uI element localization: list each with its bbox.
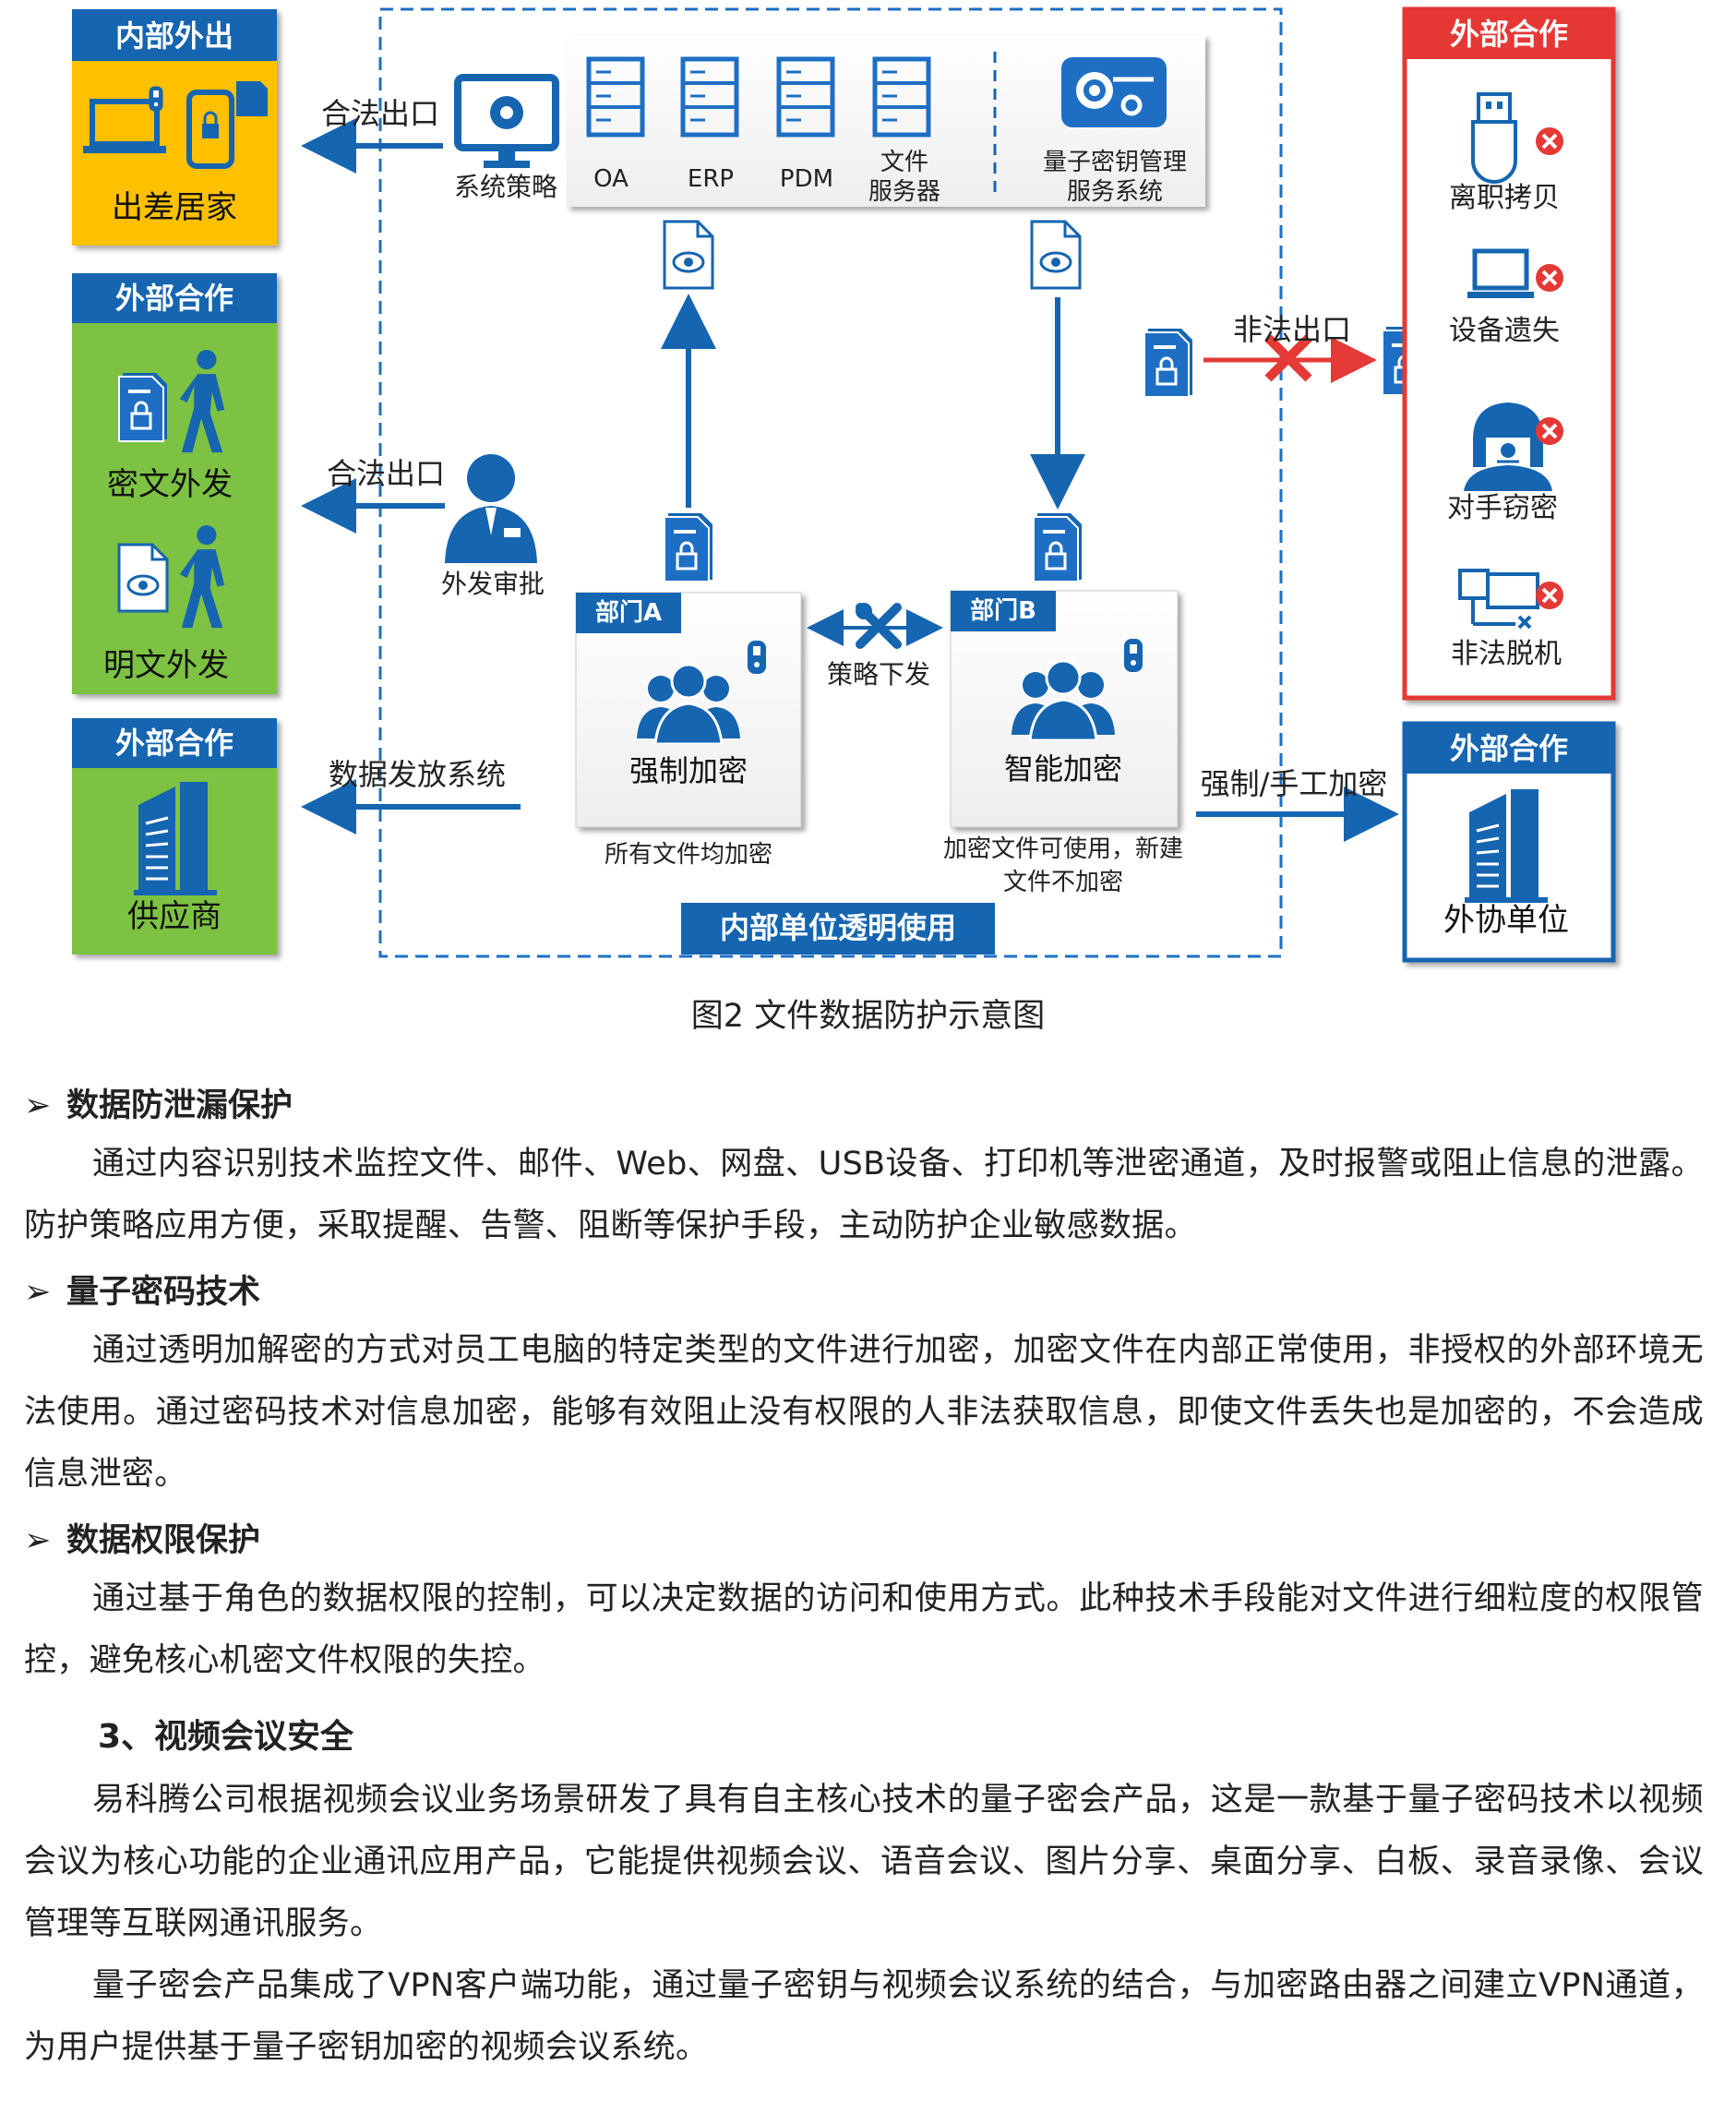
dept-a-note: 所有文件均加密 <box>605 841 772 869</box>
dept-a-tag: 部门A <box>595 599 662 627</box>
usb-key-icon-b <box>1124 639 1143 672</box>
body-text: ➢ 数据防泄漏保护 通过内容识别技术监控文件、邮件、Web、网盘、USB设备、打印… <box>24 1071 1704 2079</box>
threat-label-offline: 非法脱机 <box>1451 638 1562 670</box>
dept-a-label: 强制加密 <box>629 753 748 788</box>
section-body-permission: 通过基于角色的数据权限的控制，可以决定数据的访问和使用方式。此种技术手段能对文件… <box>24 1580 1704 1679</box>
section-heading-text: 量子密码技术 <box>66 1274 261 1311</box>
key-mgmt-label: 量子密钥管理服务系统 <box>1043 149 1187 206</box>
tools-icon <box>856 603 902 649</box>
bullet-arrow-icon: ➢ <box>24 1522 52 1559</box>
block-x-icon <box>1264 334 1312 382</box>
panel-internal-outing-label: 出差居家 <box>112 189 237 226</box>
lost-laptop-icon <box>1467 248 1534 298</box>
lock-document-icon-illegal-src <box>1143 327 1194 399</box>
panel-external-coop-left-title: 外部合作 <box>115 281 233 316</box>
usb-drive-icon <box>1471 92 1517 184</box>
blocked-x-icon-2 <box>1534 262 1565 294</box>
section-heading-text: 数据防泄漏保护 <box>66 1087 293 1124</box>
internal-boundary <box>378 7 1283 958</box>
panel-threats <box>1402 6 1616 701</box>
figure-caption: 图2 文件数据防护示意图 <box>690 998 1046 1035</box>
server-label-erp: ERP <box>688 165 734 193</box>
lock-document-icon <box>117 371 169 443</box>
section3-title: 3、视频会议安全 <box>98 1718 354 1756</box>
approver-icon <box>445 454 537 563</box>
threat-label-copy: 离职拷贝 <box>1449 182 1560 214</box>
server-label-oa: OA <box>593 165 629 193</box>
eye-document-icon <box>117 543 169 613</box>
dept-b-note: 加密文件可使用，新建文件不加密 <box>943 835 1183 896</box>
panel-supplier <box>72 718 277 954</box>
ciphertext-send-label: 密文外发 <box>107 466 233 503</box>
panel-supplier-title: 外部合作 <box>115 726 233 761</box>
panel-partner <box>1402 721 1616 963</box>
usb-key-icon-a <box>748 641 766 674</box>
hacker-icon <box>1464 402 1552 491</box>
laptop-icon <box>83 99 166 153</box>
forced-encrypt-label: 强制/手工加密 <box>1201 766 1388 801</box>
bullet-arrow-icon: ➢ <box>24 1087 52 1124</box>
server-label-pdm: PDM <box>780 165 833 193</box>
dept-b-tag-bg <box>951 591 1056 631</box>
section3-paragraph-1: 易科腾公司根据视频会议业务场景研发了具有自主核心技术的量子密会产品，这是一款基于… <box>24 1782 1704 1942</box>
file-protection-diagram: 内部外出 出差居家 外部合作 密文外发 明文外发 外部合作 供应商 内部单位透明… <box>72 6 1616 963</box>
dept-a-tag-bg <box>576 593 681 633</box>
phone-lock-icon <box>186 90 234 169</box>
lock-document-icon-b <box>1032 511 1084 583</box>
panel-external-coop-left <box>72 273 277 694</box>
legal-exit-label-1: 合法出口 <box>321 96 439 131</box>
key-gear-icon <box>1061 57 1167 127</box>
eye-document-icon-a <box>663 220 714 290</box>
panel-supplier-label: 供应商 <box>127 898 221 935</box>
eye-document-icon-b <box>1030 220 1082 290</box>
section-heading-text: 数据权限保护 <box>66 1522 261 1559</box>
dept-b-tag: 部门B <box>970 597 1036 625</box>
legal-exit-label-2: 合法出口 <box>327 456 445 491</box>
server-label-file: 文件服务器 <box>868 149 940 206</box>
usb-key-icon <box>149 86 163 112</box>
inner-banner-bg <box>681 903 995 954</box>
threat-label-steal: 对手窃密 <box>1447 492 1558 524</box>
monitor-gear-icon <box>454 74 559 168</box>
panel-partner-label: 外协单位 <box>1443 902 1569 939</box>
section-heading-dlp: ➢ 数据防泄漏保护 <box>24 1078 1704 1134</box>
section-body-quantum: 通过透明加解密的方式对员工电脑的特定类型的文件进行加密，加密文件在内部正常使用，… <box>24 1332 1704 1493</box>
approval-label: 外发审批 <box>441 569 545 599</box>
section-body-dlp: 通过内容识别技术监控文件、邮件、Web、网盘、USB设备、打印机等泄密通道，及时… <box>24 1146 1704 1244</box>
panel-internal-outing <box>72 9 277 246</box>
blocked-x-icon-1 <box>1534 126 1565 157</box>
plaintext-send-label: 明文外发 <box>103 647 229 684</box>
dept-b-label: 智能加密 <box>1004 751 1122 786</box>
illegal-exit-label: 非法出口 <box>1233 312 1351 347</box>
data-distribution-label: 数据发放系统 <box>329 757 506 792</box>
section-heading-permission: ➢ 数据权限保护 <box>24 1513 1704 1568</box>
panel-internal-outing-title: 内部外出 <box>115 18 233 54</box>
threat-label-lost: 设备遗失 <box>1449 315 1560 347</box>
sd-card-icon <box>236 81 268 116</box>
panel-threats-title: 外部合作 <box>1450 17 1568 52</box>
section-heading-quantum: ➢ 量子密码技术 <box>24 1265 1704 1320</box>
lock-document-icon-a <box>663 511 714 583</box>
blocked-x-icon-3 <box>1534 415 1565 447</box>
inner-banner-label: 内部单位透明使用 <box>720 910 956 945</box>
panel-partner-title: 外部合作 <box>1450 731 1568 766</box>
strategy-label: 策略下发 <box>827 659 930 690</box>
blocked-x-icon-4 <box>1534 580 1565 611</box>
bullet-arrow-icon: ➢ <box>24 1274 52 1311</box>
system-policy-label: 系统策略 <box>454 172 557 202</box>
section3-paragraph-2: 量子密会产品集成了VPN客户端功能，通过量子密钥与视频会议系统的结合，与加密路由… <box>24 1967 1704 2066</box>
